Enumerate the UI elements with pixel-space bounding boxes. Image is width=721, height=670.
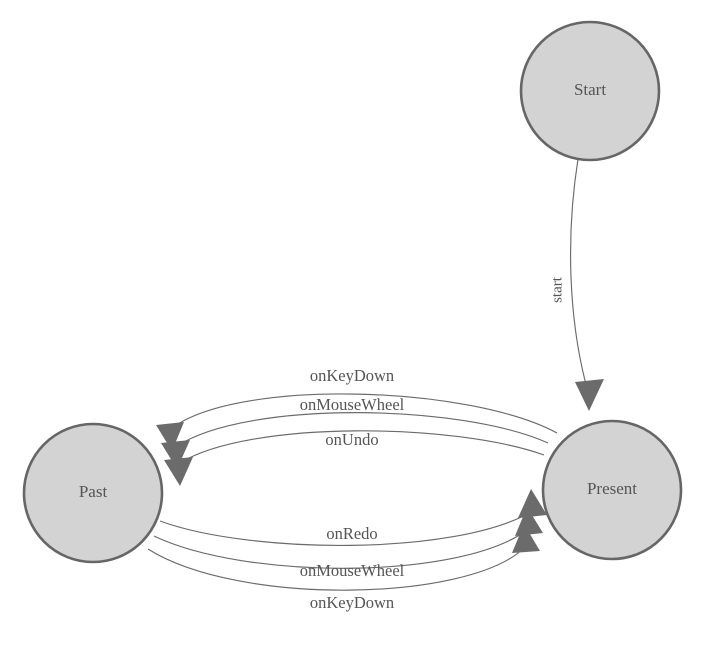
- edge-onmousewheel-dn-arrowhead: [515, 507, 543, 536]
- edge-label-onundo: onUndo: [325, 430, 378, 449]
- node-past-label: Past: [79, 482, 108, 501]
- edge-onkeydown-up-arrowhead: [156, 422, 184, 451]
- edge-label-start: start: [549, 276, 565, 303]
- edge-onredo[interactable]: [159, 489, 547, 546]
- edge-label-onkeydown-up: onKeyDown: [310, 366, 394, 385]
- edge-onkeydown-dn-path: [147, 547, 525, 591]
- edge-onundo-path: [179, 430, 545, 464]
- edge-start-arrowhead: [575, 379, 604, 411]
- edge-onkeydown-up-path: [171, 393, 558, 434]
- edge-onredo-arrowhead: [518, 489, 547, 518]
- edge-onmousewheel-up-arrowhead: [161, 440, 190, 469]
- node-past-circle: [22, 422, 164, 564]
- node-present-label: Present: [587, 479, 637, 498]
- edge-label-onredo: onRedo: [326, 524, 377, 543]
- node-start[interactable]: Start: [519, 20, 661, 162]
- node-start-label: Start: [574, 80, 606, 99]
- edge-onmousewheel-up-path: [176, 412, 549, 447]
- edge-onundo-arrowhead: [164, 457, 193, 486]
- edge-onmousewheel-up[interactable]: [161, 412, 549, 469]
- node-present-circle: [541, 419, 683, 561]
- edge-onredo-path: [159, 511, 532, 546]
- node-past[interactable]: Past: [22, 422, 164, 564]
- edge-onundo[interactable]: [164, 430, 545, 486]
- edge-onmousewheel-dn-path: [153, 529, 528, 569]
- edge-label-onkeydown-dn: onKeyDown: [310, 593, 394, 612]
- edge-label-onmousewheel-dn: onMouseWheel: [300, 561, 405, 580]
- edge-start-path: [570, 158, 589, 393]
- node-present[interactable]: Present: [541, 419, 683, 561]
- edge-onkeydown-up[interactable]: [156, 393, 558, 451]
- edge-label-onmousewheel-up: onMouseWheel: [300, 395, 405, 414]
- node-start-circle: [519, 20, 661, 162]
- edge-onkeydown-dn-arrowhead: [512, 524, 540, 553]
- edge-onkeydown-dn[interactable]: [147, 524, 540, 591]
- edge-start[interactable]: [570, 158, 604, 411]
- edge-onmousewheel-dn[interactable]: [153, 507, 543, 569]
